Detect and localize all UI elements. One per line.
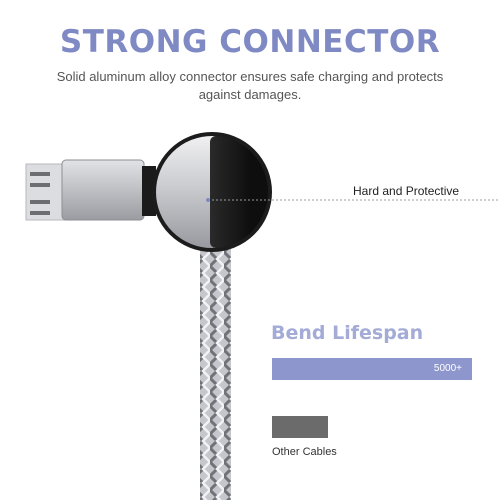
- headline: STRONG CONNECTOR: [59, 24, 441, 60]
- magnifier-ring: [152, 132, 272, 252]
- lifespan-bar-value: 5000+: [433, 363, 462, 374]
- micro-usb-connector: [25, 159, 156, 221]
- subheadline: Solid aluminum alloy connector ensures s…: [56, 69, 444, 102]
- callout-label: Hard and Protective: [353, 184, 460, 198]
- other-cables-bar: [272, 416, 328, 438]
- callout-dot: [206, 198, 210, 202]
- lifespan-bar: 5000+: [272, 358, 472, 380]
- braided-cable: [200, 238, 231, 500]
- other-cables-label: Other Cables: [272, 446, 337, 458]
- magnifier-detail: [154, 134, 270, 250]
- bend-lifespan-title: Bend Lifespan: [271, 322, 424, 344]
